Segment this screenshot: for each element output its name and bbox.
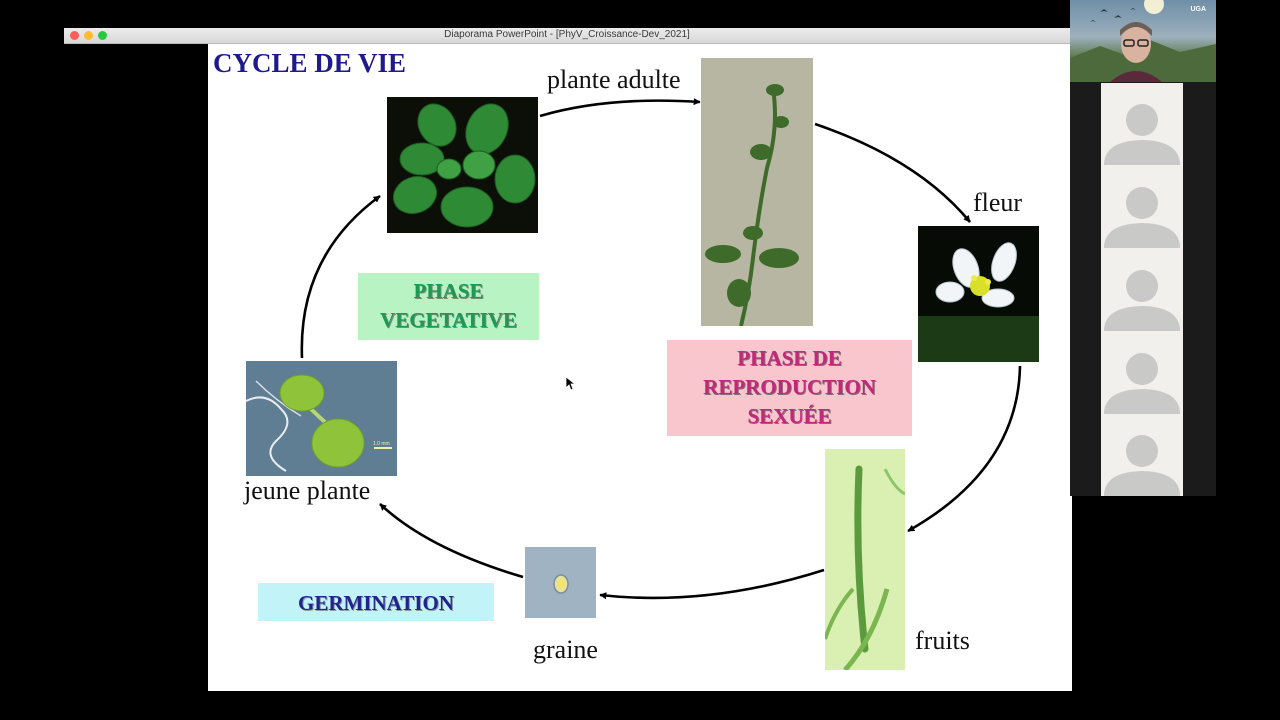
participant-avatar[interactable] bbox=[1101, 83, 1183, 165]
participants-panel: UGA bbox=[1070, 0, 1216, 496]
phase-reproduction-line-1: PHASE DE bbox=[737, 346, 842, 370]
fruits-photo bbox=[825, 449, 905, 670]
adult-plant-photo bbox=[701, 58, 813, 326]
person-silhouette-icon bbox=[1104, 104, 1180, 165]
arrow-to-flower bbox=[814, 122, 972, 223]
close-button[interactable] bbox=[70, 31, 79, 40]
label-seed: graine bbox=[533, 635, 598, 664]
phase-reproduction-line-3: SEXUÉE bbox=[747, 404, 832, 428]
speaker-video[interactable]: UGA bbox=[1070, 0, 1216, 82]
participant-avatar[interactable] bbox=[1101, 414, 1183, 496]
phase-germination-box: GERMINATION bbox=[258, 583, 494, 621]
arrow-to-rosette bbox=[300, 194, 381, 359]
label-young-plant: jeune plante bbox=[244, 476, 371, 505]
label-fruits: fruits bbox=[915, 626, 970, 655]
person-silhouette-icon bbox=[1104, 353, 1180, 414]
mouse-pointer-icon bbox=[566, 377, 576, 391]
slide-title: CYCLE DE VIE bbox=[213, 48, 407, 78]
seed-photo bbox=[525, 547, 596, 618]
window-title: Diaporama PowerPoint - [PhyV_Croissance-… bbox=[444, 29, 690, 40]
participant-avatar[interactable] bbox=[1101, 332, 1183, 414]
participant-avatar[interactable] bbox=[1101, 166, 1183, 248]
scale-bar-label: 1.0 mm bbox=[373, 441, 390, 447]
flower-photo bbox=[918, 226, 1039, 362]
person-silhouette-icon bbox=[1104, 435, 1180, 496]
young-plant-photo: 1.0 mm bbox=[246, 361, 397, 476]
label-adult-plant: plante adulte bbox=[547, 65, 681, 94]
zoom-button[interactable] bbox=[98, 31, 107, 40]
window-titlebar[interactable]: Diaporama PowerPoint - [PhyV_Croissance-… bbox=[64, 28, 1070, 44]
participant-thumbnails bbox=[1101, 83, 1183, 496]
rosette-photo bbox=[387, 97, 538, 233]
arrow-to-seed bbox=[599, 568, 825, 600]
person-silhouette-icon bbox=[1104, 270, 1180, 331]
phase-reproduction-box: PHASE DE REPRODUCTION SEXUÉE bbox=[667, 340, 912, 436]
arrow-to-adult bbox=[539, 98, 701, 118]
slide[interactable]: CYCLE DE VIE bbox=[208, 44, 1072, 691]
person-silhouette-icon bbox=[1104, 187, 1180, 248]
phase-vegetative-box: PHASE VEGETATIVE bbox=[358, 273, 539, 340]
minimize-button[interactable] bbox=[84, 31, 93, 40]
participant-avatar[interactable] bbox=[1101, 249, 1183, 331]
phase-reproduction-line-2: REPRODUCTION bbox=[703, 375, 876, 399]
arrow-to-young-plant bbox=[379, 503, 524, 579]
uga-badge: UGA bbox=[1190, 6, 1206, 13]
phase-vegetative-line-1: PHASE bbox=[413, 279, 484, 303]
cycle-arrows bbox=[300, 98, 1022, 600]
label-flower: fleur bbox=[973, 188, 1023, 217]
phase-vegetative-line-2: VEGETATIVE bbox=[380, 308, 517, 332]
arrow-to-fruits bbox=[907, 365, 1022, 533]
